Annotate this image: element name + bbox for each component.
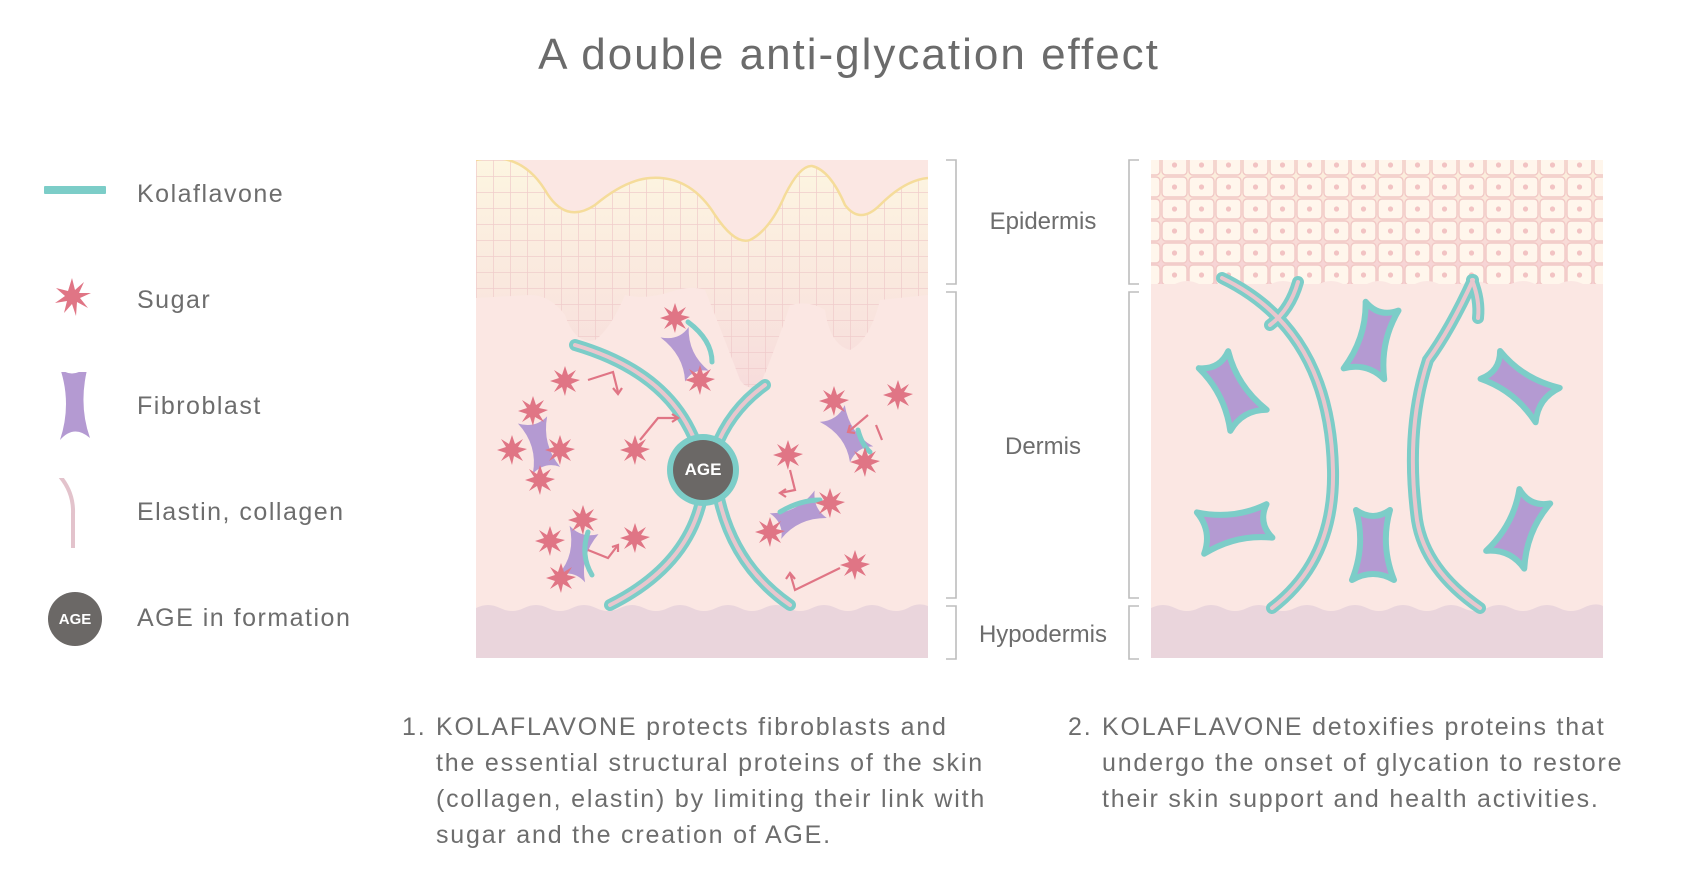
caption-number: 1. — [402, 713, 427, 741]
sugar-star-icon — [55, 278, 91, 316]
age-badge: AGE — [48, 592, 102, 646]
caption-number: 2. — [1068, 713, 1093, 741]
legend-item-elastin-collagen: Elastin, collagen — [44, 478, 444, 548]
legend-item-fibroblast: Fibroblast — [44, 372, 444, 442]
age-in-formation: AGE — [684, 460, 722, 479]
caption-2: 2. KOLAFLAVONE detoxifies proteins that … — [1068, 709, 1678, 829]
age-circle-icon: AGE — [44, 584, 108, 654]
legend-item-sugar: Sugar — [44, 266, 444, 336]
legend-item-kolaflavone: Kolaflavone — [44, 160, 444, 230]
legend-label: Sugar — [137, 286, 212, 314]
legend-label: Elastin, collagen — [137, 498, 345, 526]
page-title: A double anti-glycation effect — [538, 30, 1160, 79]
caption-1: 1. KOLAFLAVONE protects fibroblasts and … — [402, 709, 1002, 859]
legend-label: AGE in formation — [137, 604, 352, 632]
elastin-collagen-icon — [58, 478, 76, 548]
legend-label: Kolaflavone — [137, 180, 285, 208]
caption-text: KOLAFLAVONE protects fibroblasts and the… — [436, 713, 987, 849]
caption-text: KOLAFLAVONE detoxifies proteins that und… — [1102, 713, 1624, 813]
legend-label: Fibroblast — [137, 392, 262, 420]
kolaflavone-line-icon — [44, 186, 106, 194]
fibroblast-icon — [60, 372, 90, 440]
label-dermis: Dermis — [1005, 433, 1081, 460]
label-hypodermis: Hypodermis — [978, 621, 1108, 648]
left-panel — [476, 160, 928, 658]
right-panel — [1151, 160, 1603, 658]
label-epidermis: Epidermis — [989, 208, 1097, 235]
legend-item-age: AGE AGE in formation — [44, 584, 444, 654]
